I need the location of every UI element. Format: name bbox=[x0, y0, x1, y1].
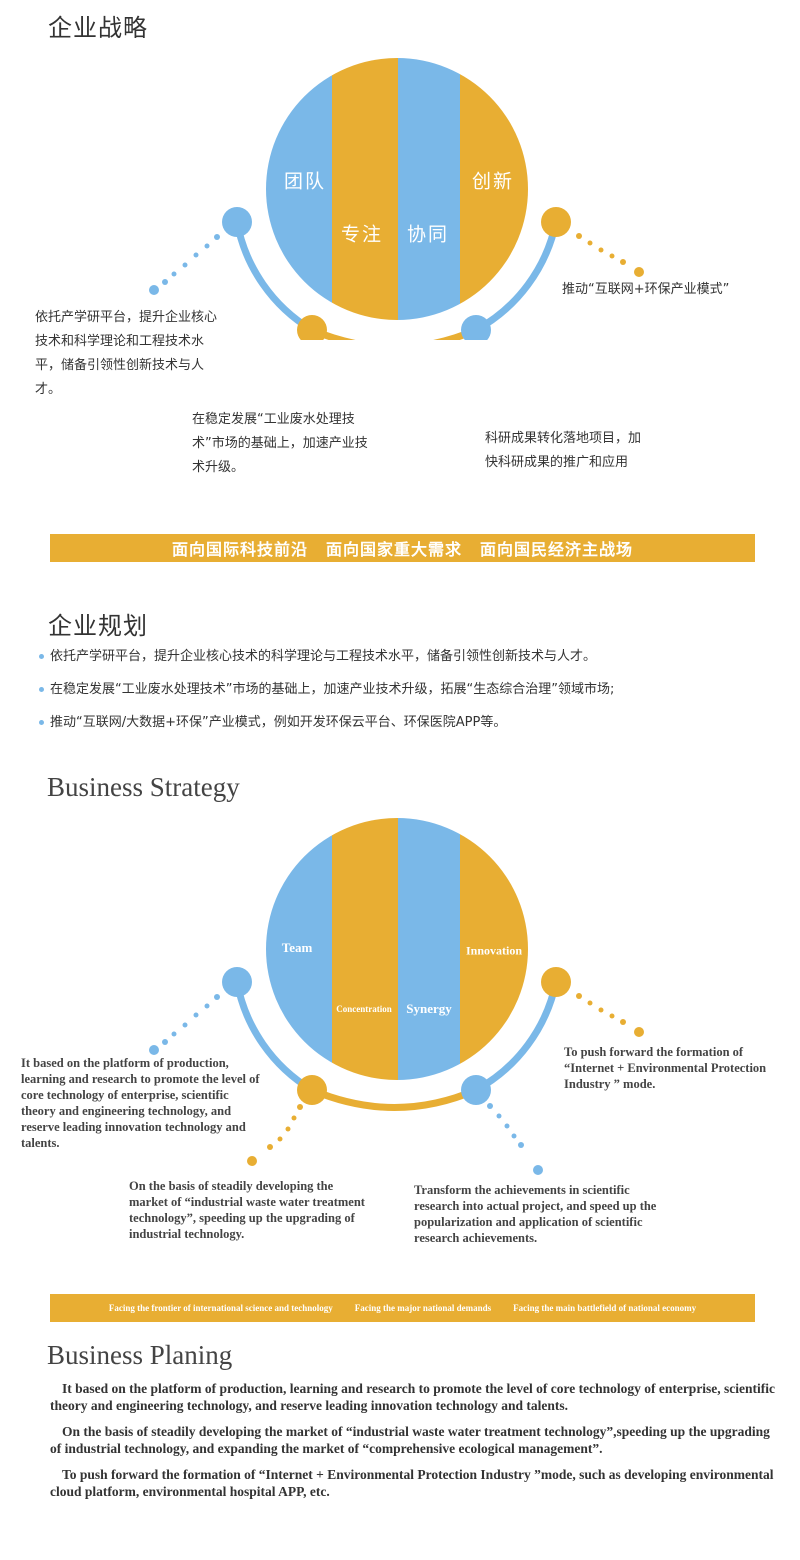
node-bottom-right bbox=[461, 315, 491, 345]
planning-paragraph: It based on the platform of production, … bbox=[50, 1381, 776, 1413]
dots-bottom-left bbox=[247, 1104, 303, 1166]
planning-body-en: It based on the platform of production, … bbox=[50, 1380, 780, 1509]
arc-right bbox=[474, 221, 560, 334]
node-right bbox=[541, 207, 571, 237]
segment-label-innovation: Innovation bbox=[465, 943, 523, 958]
note-right-cn: 推动“互联网+环保产业模式” bbox=[562, 282, 730, 297]
banner-item: 面向国民经济主战场 bbox=[480, 540, 634, 559]
segment-label-synergy: 协同 bbox=[406, 223, 450, 246]
node-right bbox=[541, 967, 571, 997]
segment-label-focus: 专注 bbox=[340, 223, 384, 246]
note-bottom-left-en: On the basis of steadily developing the … bbox=[129, 1179, 365, 1241]
planning-item: 依托产学研平台，提升企业核心技术的科学理论与工程技术水平，储备引领性创新技术与人… bbox=[38, 648, 614, 681]
note-bottom-right-cn: 科研成果转化落地项目，加快科研成果的推广和应用 bbox=[485, 431, 642, 470]
note-left-cn: 依托产学研平台，提升企业核心技术和科学理论和工程技术水平，储备引领性创新技术与人… bbox=[35, 310, 218, 397]
segment-synergy bbox=[398, 58, 460, 320]
note-bottom-left-cn: 在稳定发展“工业废水处理技术”市场的基础上，加速产业技术升级。 bbox=[192, 412, 368, 475]
planning-paragraph: On the basis of steadily developing the … bbox=[50, 1424, 770, 1456]
segment-label-innovation: 创新 bbox=[471, 170, 515, 193]
arc-left bbox=[233, 221, 314, 334]
banner-item: 面向国家重大需求 bbox=[325, 540, 462, 559]
segment-label-team: 团队 bbox=[283, 170, 327, 193]
segment-focus bbox=[332, 58, 398, 320]
planning-paragraph: To push forward the formation of “Intern… bbox=[50, 1467, 774, 1499]
arc-left bbox=[233, 981, 314, 1094]
banner-item: 面向国际科技前沿 bbox=[171, 540, 308, 559]
strategy-title-en: Business Strategy bbox=[47, 772, 240, 802]
note-right-en: To push forward the formation of “Intern… bbox=[564, 1045, 767, 1091]
strategy-diagram-en: Team Concentration Synergy Innovation bbox=[0, 800, 800, 1175]
note-left-en: It based on the platform of production, … bbox=[21, 1056, 260, 1150]
node-bottom-right bbox=[461, 1075, 491, 1105]
arc-right bbox=[474, 981, 560, 1094]
strategy-banner-cn: 面向国际科技前沿 面向国家重大需求 面向国民经济主战场 bbox=[50, 534, 755, 562]
planning-list-cn: 依托产学研平台，提升企业核心技术的科学理论与工程技术水平，储备引领性创新技术与人… bbox=[38, 648, 614, 747]
banner-item: Facing the major national demands bbox=[354, 1303, 492, 1313]
planning-item-text: 推动“互联网/大数据+环保”产业模式，例如开发环保云平台、环保医院APP等。 bbox=[50, 715, 507, 730]
segment-label-team: Team bbox=[281, 940, 313, 955]
dots-left bbox=[149, 234, 220, 295]
note-bottom-right-en: Transform the achievements in scientific… bbox=[414, 1183, 657, 1245]
node-left bbox=[222, 967, 252, 997]
strategy-banner-en: Facing the frontier of international sci… bbox=[50, 1294, 755, 1322]
segment-label-concentration: Concentration bbox=[336, 1004, 392, 1014]
bullet-icon bbox=[39, 687, 44, 692]
node-left bbox=[222, 207, 252, 237]
segment-synergy bbox=[398, 818, 460, 1080]
planning-item: 推动“互联网/大数据+环保”产业模式，例如开发环保云平台、环保医院APP等。 bbox=[38, 714, 614, 747]
strategy-circle-graphic bbox=[149, 818, 644, 1175]
planning-item-text: 在稳定发展“工业废水处理技术”市场的基础上，加速产业技术升级，拓展“生态综合治理… bbox=[50, 682, 615, 697]
banner-item: Facing the main battlefield of national … bbox=[513, 1303, 697, 1313]
node-bottom-left bbox=[297, 315, 327, 345]
planning-item-text: 依托产学研平台，提升企业核心技术的科学理论与工程技术水平，储备引领性创新技术与人… bbox=[50, 649, 597, 664]
segment-concentration bbox=[332, 818, 398, 1080]
dots-right bbox=[576, 993, 644, 1037]
dots-left bbox=[149, 994, 220, 1055]
dots-right bbox=[576, 233, 644, 277]
node-bottom-left bbox=[297, 1075, 327, 1105]
banner-item: Facing the frontier of international sci… bbox=[108, 1303, 333, 1313]
planning-title-en: Business Planing bbox=[47, 1340, 233, 1370]
bullet-icon bbox=[39, 654, 44, 659]
dots-bottom-right bbox=[487, 1103, 543, 1175]
bullet-icon bbox=[39, 720, 44, 725]
planning-item: 在稳定发展“工业废水处理技术”市场的基础上，加速产业技术升级，拓展“生态综合治理… bbox=[38, 681, 614, 714]
arc-bottom bbox=[310, 326, 478, 351]
strategy-title-cn: 企业战略 bbox=[48, 14, 148, 42]
planning-title-cn: 企业规划 bbox=[48, 612, 148, 640]
arc-bottom bbox=[310, 1086, 478, 1111]
segment-label-synergy: Synergy bbox=[406, 1001, 452, 1016]
